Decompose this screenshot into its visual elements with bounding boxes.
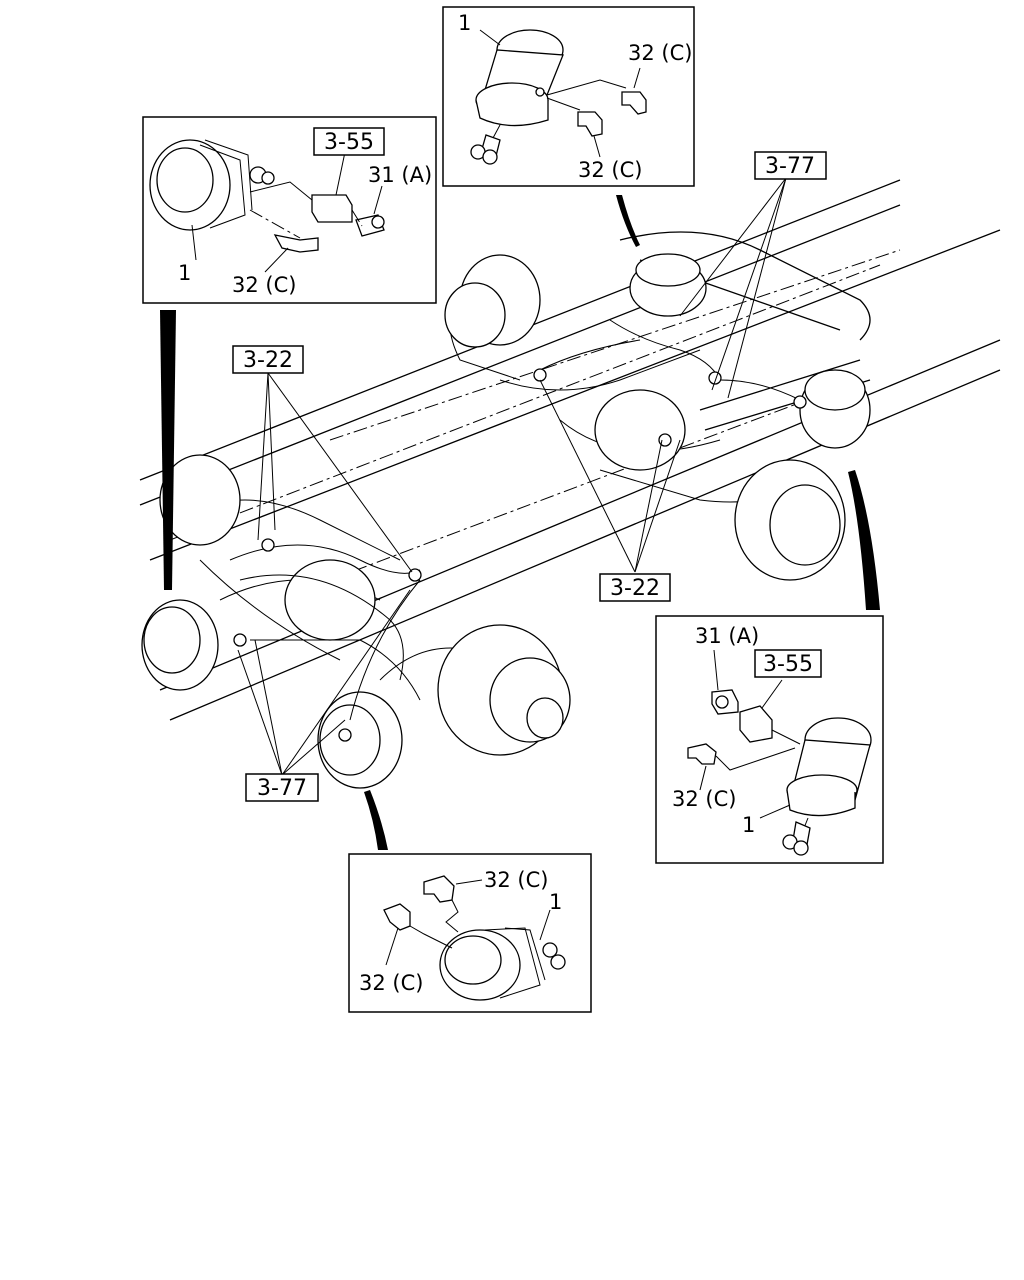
detail-box-top-left: 3-55 31 (A) 1 32 (C) — [142, 116, 437, 304]
callout-valve-31a: 31 (A) — [368, 163, 432, 187]
ref-box-label: 3-77 — [257, 776, 307, 801]
reference-leaders — [237, 177, 787, 776]
callout-fitting-32c: 32 (C) — [578, 158, 642, 182]
ref-box-label: 3-77 — [765, 154, 815, 179]
detail-box-top-center: 1 32 (C) 32 (C) — [442, 6, 695, 187]
callout-item-1: 1 — [742, 813, 755, 837]
callout-fitting-32c: 32 (C) — [232, 273, 296, 297]
callout-fitting-32c: 32 (C) — [359, 971, 423, 995]
detail-box-bottom: 32 (C) 1 32 (C) — [348, 853, 592, 1013]
ref-box-label: 3-55 — [763, 652, 813, 677]
detail-leaders — [160, 195, 880, 850]
ref-box-3-55 — [754, 649, 822, 678]
callout-item-1: 1 — [178, 261, 191, 285]
callout-item-1: 1 — [458, 11, 471, 35]
ref-box-3-22-left: 3-22 — [232, 345, 304, 374]
ref-box-3-55 — [313, 127, 385, 156]
callout-fitting-32c: 32 (C) — [484, 868, 548, 892]
callout-item-1: 1 — [549, 890, 562, 914]
ref-box-3-77-bottom: 3-77 — [245, 773, 319, 802]
chassis-frame — [139, 179, 1001, 789]
ref-box-label: 3-55 — [324, 130, 374, 155]
callout-fitting-32c: 32 (C) — [628, 41, 692, 65]
callout-valve-31a: 31 (A) — [695, 624, 759, 648]
ref-box-3-77-top-right: 3-77 — [754, 151, 827, 180]
ref-box-label: 3-22 — [610, 576, 660, 601]
detail-box-right: 3-55 31 (A) 32 (C) 1 — [655, 615, 884, 864]
callout-fitting-32c: 32 (C) — [672, 787, 736, 811]
ref-box-label: 3-22 — [243, 348, 293, 373]
ref-box-3-22-center: 3-22 — [599, 573, 671, 602]
